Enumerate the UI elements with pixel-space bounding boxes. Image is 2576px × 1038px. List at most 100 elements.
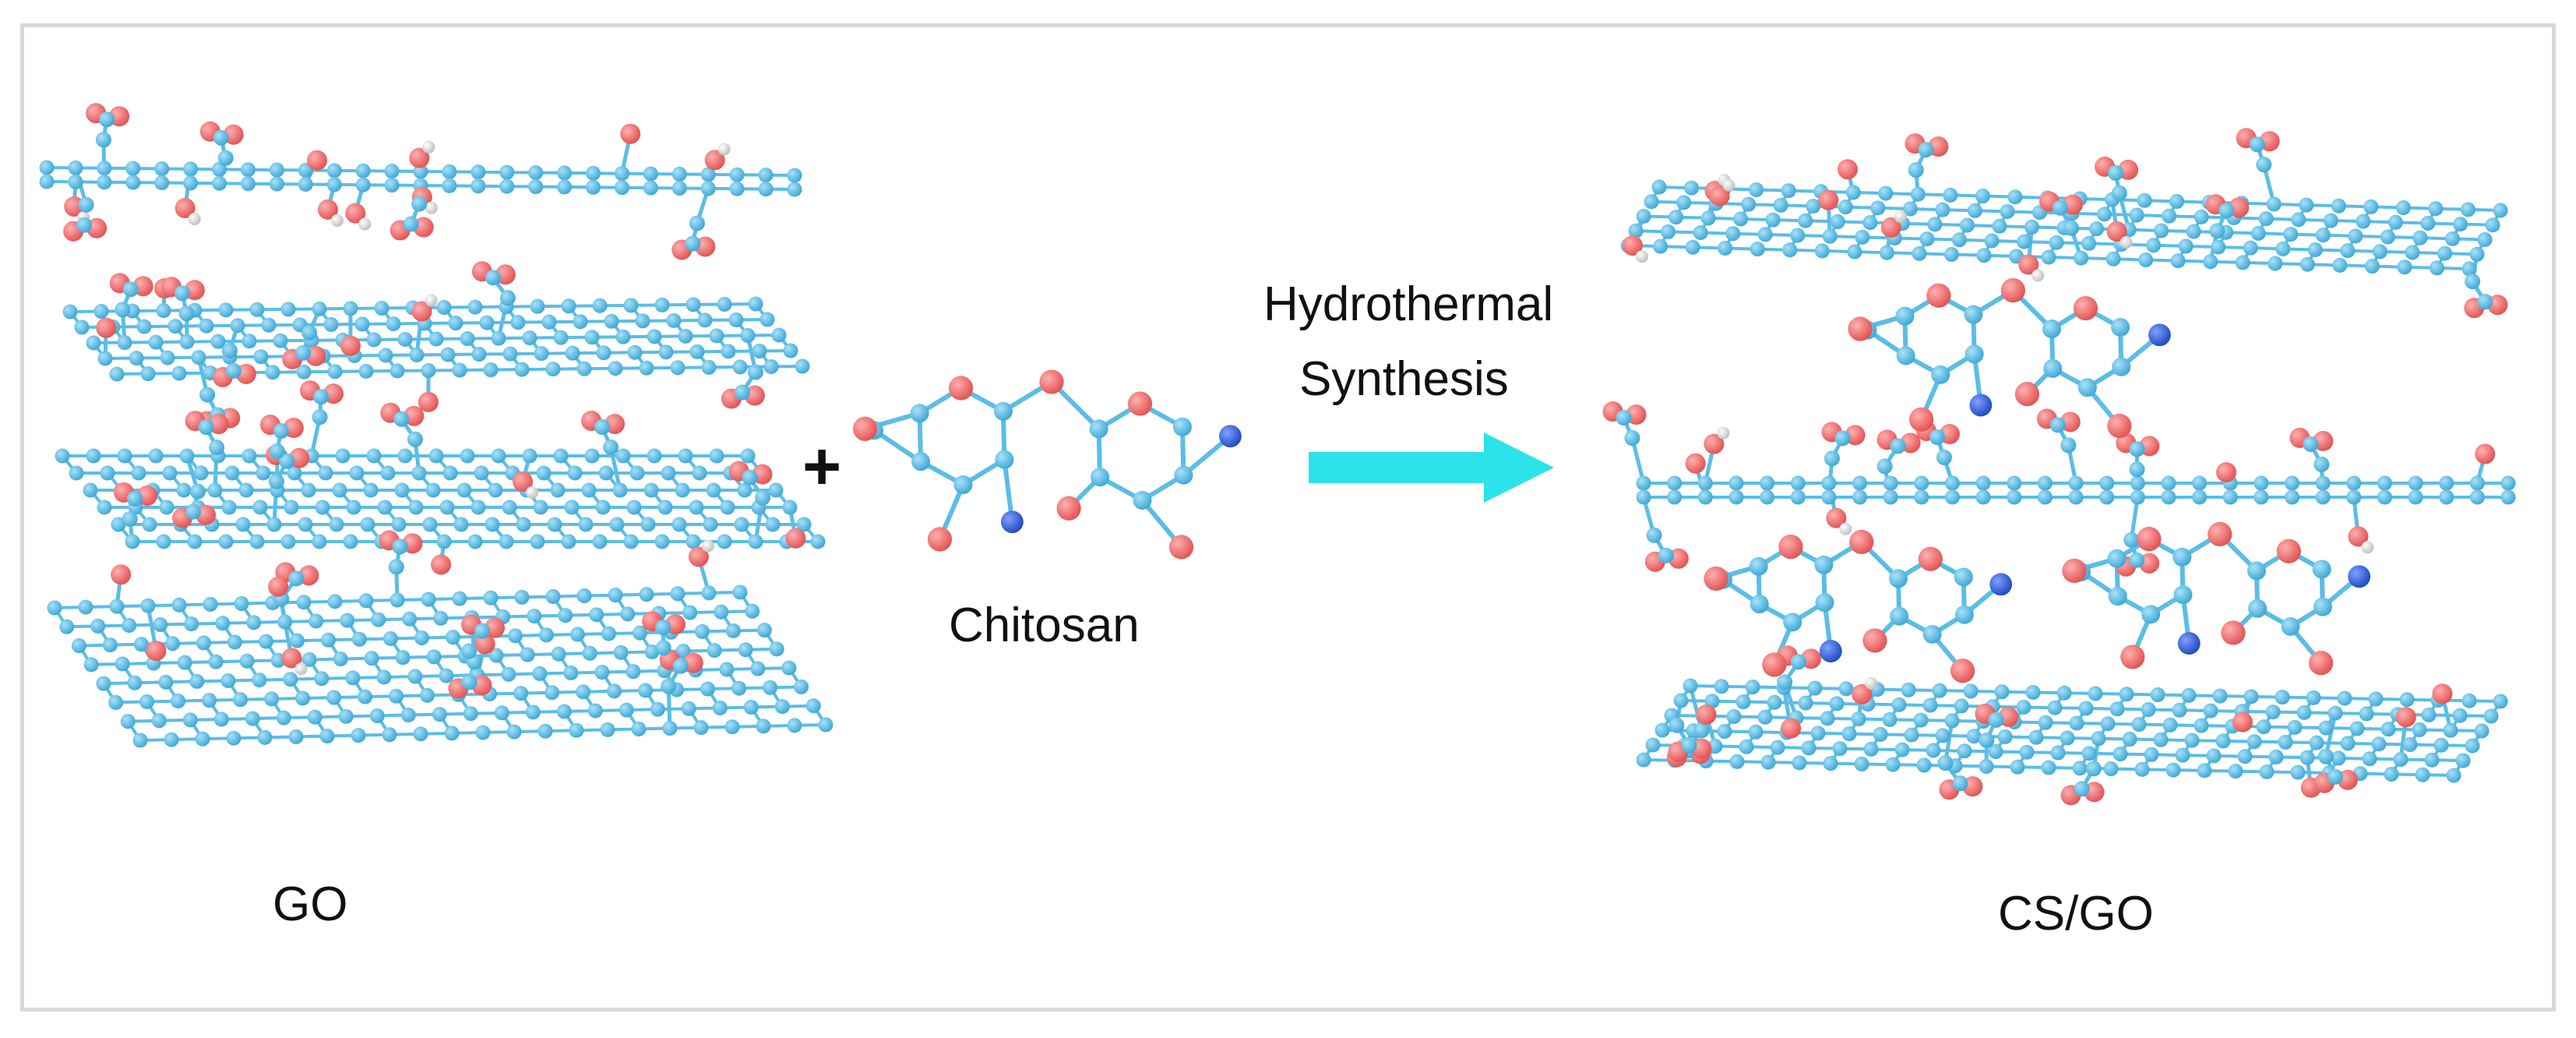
carbon-atom bbox=[199, 318, 214, 334]
carbon-atom bbox=[1636, 752, 1651, 768]
carbon-atom bbox=[2068, 489, 2084, 505]
carbon-atom bbox=[349, 465, 365, 481]
carbon-atom bbox=[174, 285, 190, 302]
carbon-atom bbox=[212, 161, 227, 177]
carbon-atom bbox=[2465, 738, 2480, 754]
carbon-atom bbox=[2399, 692, 2415, 708]
carbon-atom bbox=[685, 235, 701, 252]
carbon-atom bbox=[1919, 231, 1935, 247]
carbon-atom bbox=[288, 729, 304, 744]
carbon-atom bbox=[241, 334, 257, 349]
carbon-atom bbox=[1979, 732, 1995, 748]
carbon-atom bbox=[111, 517, 126, 532]
carbon-atom bbox=[269, 162, 284, 178]
carbon-atom bbox=[2437, 245, 2452, 261]
carbon-atom bbox=[1790, 654, 1806, 670]
carbon-atom bbox=[2243, 689, 2259, 704]
carbon-atom bbox=[594, 665, 610, 680]
carbon-atom bbox=[506, 724, 522, 740]
carbon-atom bbox=[670, 586, 685, 602]
carbon-atom bbox=[1651, 179, 1667, 195]
carbon-atom bbox=[2299, 197, 2314, 213]
carbon-atom bbox=[2380, 722, 2396, 737]
carbon-atom bbox=[2346, 475, 2362, 491]
carbon-atom bbox=[425, 482, 441, 498]
carbon-atom bbox=[2181, 687, 2197, 703]
carbon-atom bbox=[601, 626, 616, 641]
carbon-atom bbox=[388, 559, 404, 575]
carbon-atom bbox=[728, 312, 744, 327]
carbon-atom bbox=[2296, 704, 2312, 720]
carbon-atom bbox=[2424, 752, 2440, 768]
carbon-atom bbox=[234, 596, 249, 612]
carbon-atom bbox=[1882, 711, 1898, 727]
carbon-atom bbox=[2247, 561, 2266, 581]
carbon-atom bbox=[1757, 227, 1773, 242]
carbon-atom bbox=[395, 650, 411, 666]
carbon-atom bbox=[208, 654, 224, 669]
carbon-atom bbox=[513, 686, 529, 701]
oxygen-atom bbox=[1762, 652, 1787, 677]
carbon-atom bbox=[818, 717, 833, 733]
carbon-atom bbox=[1922, 697, 1938, 713]
carbon-atom bbox=[2235, 255, 2250, 270]
carbon-atom bbox=[2037, 475, 2053, 491]
carbon-atom bbox=[1821, 475, 1837, 491]
carbon-atom bbox=[202, 693, 217, 708]
carbon-atom bbox=[763, 358, 779, 374]
carbon-atom bbox=[491, 448, 506, 464]
carbon-atom bbox=[2209, 223, 2225, 239]
carbon-atom bbox=[1760, 754, 1776, 770]
carbon-atom bbox=[614, 180, 629, 196]
nitrogen-atom bbox=[1969, 394, 1993, 417]
carbon-atom bbox=[1697, 475, 1713, 491]
carbon-atom bbox=[1845, 185, 1861, 200]
carbon-atom bbox=[561, 298, 576, 314]
carbon-atom bbox=[2493, 203, 2508, 218]
carbon-atom bbox=[1822, 228, 1838, 244]
carbon-atom bbox=[1700, 210, 1716, 226]
carbon-atom bbox=[2328, 705, 2343, 721]
carbon-atom bbox=[257, 729, 273, 745]
carbon-atom bbox=[1908, 162, 1924, 178]
carbon-atom bbox=[227, 634, 242, 650]
carbon-atom bbox=[189, 673, 205, 689]
carbon-atom bbox=[199, 387, 216, 403]
carbon-atom bbox=[296, 595, 312, 610]
carbon-atom bbox=[2278, 734, 2293, 750]
carbon-atom bbox=[657, 500, 673, 515]
carbon-atom bbox=[1636, 489, 1651, 505]
carbon-atom bbox=[2266, 196, 2282, 212]
carbon-atom bbox=[329, 517, 344, 532]
carbon-atom bbox=[1878, 185, 1894, 201]
carbon-atom bbox=[1883, 489, 1898, 505]
carbon-atom bbox=[643, 482, 659, 498]
carbon-atom bbox=[377, 500, 393, 515]
carbon-atom bbox=[671, 180, 687, 196]
carbon-atom bbox=[1814, 555, 1834, 574]
carbon-atom bbox=[148, 448, 164, 464]
carbon-atom bbox=[551, 646, 566, 662]
carbon-atom bbox=[1773, 197, 1788, 213]
carbon-atom bbox=[97, 175, 112, 190]
carbon-atom bbox=[125, 175, 141, 190]
carbon-atom bbox=[320, 632, 336, 648]
oxygen-atom bbox=[2106, 221, 2127, 242]
nitrogen-atom bbox=[1001, 510, 1024, 534]
carbon-atom bbox=[2323, 213, 2338, 228]
carbon-atom bbox=[2306, 690, 2321, 705]
carbon-atom bbox=[366, 448, 382, 464]
carbon-atom bbox=[2178, 238, 2194, 254]
carbon-atom bbox=[298, 517, 313, 532]
carbon-atom bbox=[565, 345, 580, 361]
carbon-atom bbox=[545, 362, 561, 377]
carbon-atom bbox=[1914, 489, 1929, 505]
carbon-atom bbox=[154, 175, 170, 191]
carbon-atom bbox=[514, 589, 530, 605]
carbon-atom bbox=[284, 500, 299, 515]
carbon-atom bbox=[2091, 731, 2106, 747]
carbon-atom bbox=[2025, 684, 2041, 700]
carbon-atom bbox=[241, 448, 257, 464]
carbon-atom bbox=[164, 732, 179, 747]
oxygen-atom bbox=[513, 471, 534, 493]
